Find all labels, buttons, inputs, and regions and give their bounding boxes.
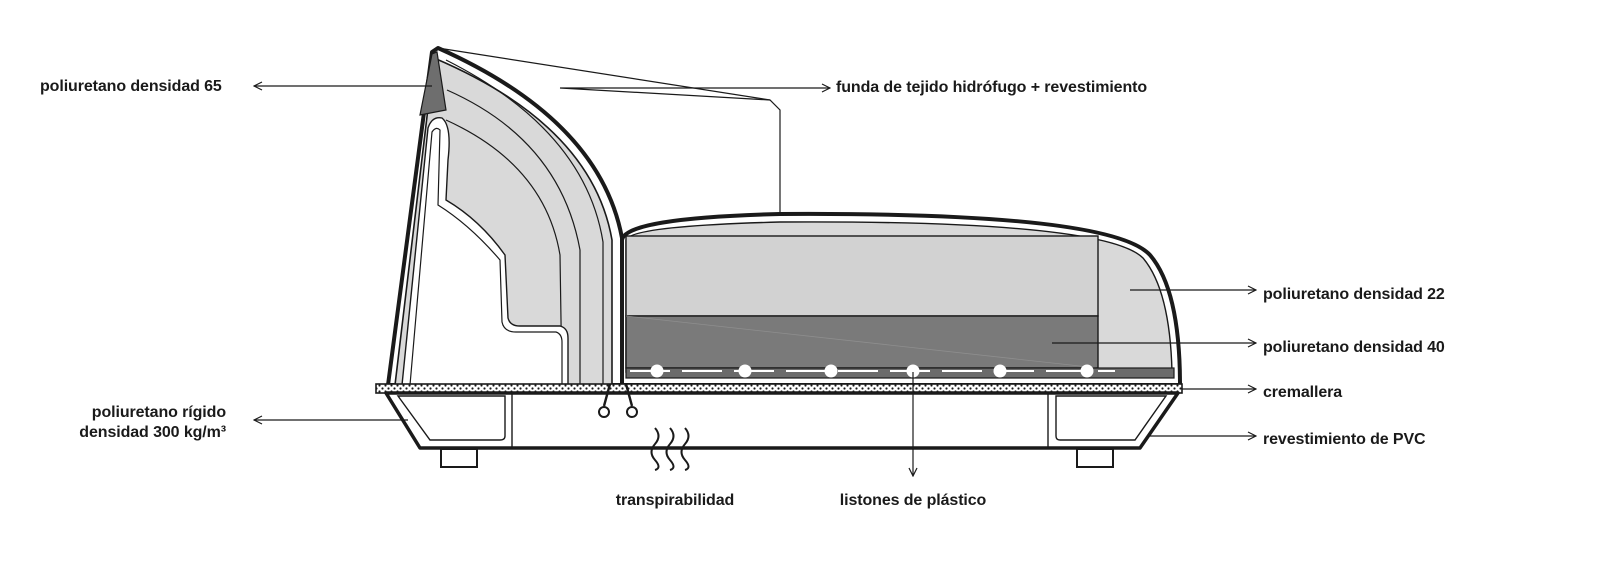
- label-breathability: transpirabilidad: [615, 492, 735, 509]
- pvc-base-shell: [384, 391, 1180, 450]
- label-pvc-coating: revestimiento de PVC: [1263, 431, 1426, 448]
- label-density-40: poliuretano densidad 40: [1263, 339, 1445, 356]
- label-zipper: cremallera: [1263, 384, 1343, 401]
- label-rigid-line2: densidad 300 kg/m³: [79, 424, 226, 441]
- zipper-pull-icon: [598, 383, 638, 418]
- label-rigid-polyurethane: poliuretano rígido densidad 300 kg/m³: [79, 403, 226, 443]
- leader-lines: [254, 47, 1256, 476]
- label-plastic-slats: listones de plástico: [839, 492, 987, 509]
- plastic-slats: [630, 364, 1115, 378]
- rigid-block-left: [396, 395, 506, 441]
- label-fabric-cover: funda de tejido hidrófugo + revestimient…: [836, 79, 1148, 96]
- backrest-rigid-cavity: [401, 117, 569, 386]
- breathability-waves-icon: [650, 427, 690, 471]
- density-65-foam: [419, 51, 447, 116]
- label-rigid-line1: poliuretano rígido: [91, 404, 226, 421]
- backrest: [386, 46, 626, 387]
- rigid-block-right: [1055, 395, 1168, 441]
- label-density-22: poliuretano densidad 22: [1263, 286, 1445, 303]
- foot-left: [440, 448, 478, 468]
- foot-right: [1076, 448, 1114, 468]
- sofa-base: [375, 383, 1183, 471]
- seat-cushion: [620, 211, 1182, 387]
- label-density-65: poliuretano densidad 65: [40, 78, 222, 95]
- density-22-foam: [625, 235, 1099, 317]
